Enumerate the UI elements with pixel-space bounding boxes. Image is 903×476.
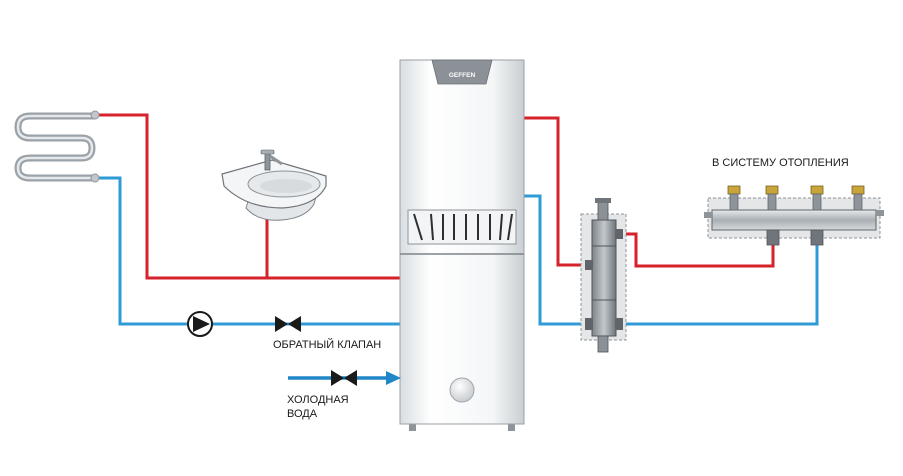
sink <box>221 149 327 221</box>
inlet-arrow-icon <box>386 371 401 385</box>
circulation-pump-icon <box>187 311 213 337</box>
towel-rail-bottom-connector <box>90 173 100 183</box>
boiler-lower-tank <box>399 253 525 425</box>
separator-to-manifold-pipe <box>620 232 775 268</box>
towel-rail <box>14 110 100 183</box>
towel-rail-coil <box>14 112 98 182</box>
boiler-vent-panel <box>407 209 517 245</box>
towel-rail-supply-pipe <box>96 113 402 280</box>
cold-water-label-line2: ВОДА <box>287 408 318 420</box>
cold-water-inlet <box>288 370 401 386</box>
check-valve-label: ОБРАТНЫЙ КЛАПАН <box>273 338 381 351</box>
sink-faucet <box>264 151 271 171</box>
hydraulic-separator <box>580 198 627 353</box>
boiler-top-cap <box>431 59 493 85</box>
boiler-return-pipe <box>522 194 588 326</box>
boiler-drain-knob <box>449 377 475 403</box>
boiler-vent-slots <box>413 213 513 241</box>
inlet-valve-icon <box>331 370 357 386</box>
heating-manifold <box>704 185 884 246</box>
boiler-supply-pipe <box>522 116 588 267</box>
heating-system-label: В СИСТЕМУ ОТОПЛЕНИЯ <box>712 157 849 169</box>
towel-rail-return-pipe <box>96 176 402 326</box>
boiler: GEFFEN <box>399 59 525 431</box>
manifold-body <box>711 209 877 231</box>
manifold-return-pipe <box>620 245 819 326</box>
cold-water-label-line1: ХОЛОДНАЯ <box>287 394 349 406</box>
cold-pipes <box>96 176 819 326</box>
separator-body <box>591 219 617 337</box>
boiler-foot-left <box>409 422 416 431</box>
towel-rail-top-connector <box>90 110 100 120</box>
manifold-outlet-fittings <box>727 185 865 211</box>
hot-pipes <box>96 113 775 280</box>
check-valve-icon <box>275 316 301 332</box>
boiler-foot-right <box>508 422 515 431</box>
boiler-brand: GEFFEN <box>449 72 476 79</box>
